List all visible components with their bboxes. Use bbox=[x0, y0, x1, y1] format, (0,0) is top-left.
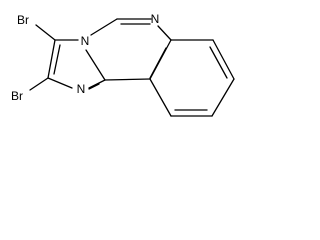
bond-c10b-n1-inner bbox=[88, 83, 100, 90]
bond-c6a-c10a-inner bbox=[149, 47, 167, 79]
atom-label-br-bottom: Br bbox=[11, 89, 23, 103]
bond-n6-c6a bbox=[157, 25, 172, 41]
bond-c2-br bbox=[29, 77, 49, 91]
bond-c10-c10a bbox=[149, 78, 172, 117]
bond-c10a-c10b bbox=[104, 78, 151, 81]
bond-c2-c3-inner bbox=[53, 44, 61, 75]
bond-c10b-n1 bbox=[88, 79, 106, 89]
chemical-structure-diagram: Br Br N N N bbox=[11, 12, 235, 117]
atom-label-n-ring5: N bbox=[77, 82, 86, 96]
bond-c7-c8 bbox=[212, 39, 235, 80]
atom-label-n-ring6: N bbox=[151, 12, 160, 26]
bond-n4-c10b bbox=[85, 49, 106, 81]
bond-c8-c9 bbox=[211, 78, 235, 117]
bond-n1-c2 bbox=[47, 77, 73, 89]
bond-c3-br bbox=[35, 24, 56, 41]
bond-n4-c5 bbox=[90, 18, 118, 36]
bond-c7-c8-inner bbox=[209, 46, 228, 79]
atom-label-n-bridgehead: N bbox=[81, 34, 90, 48]
atom-label-br-top: Br bbox=[17, 13, 29, 27]
bond-c2-c3 bbox=[47, 39, 56, 79]
